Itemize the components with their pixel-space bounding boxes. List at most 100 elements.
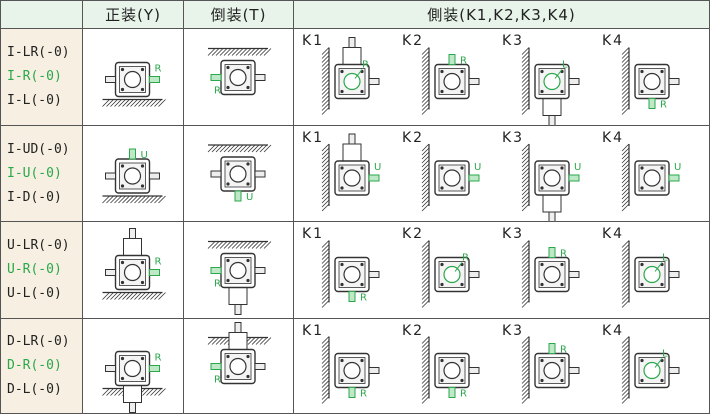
floor-hatch bbox=[102, 98, 166, 107]
model-code: I-D(-0) bbox=[7, 189, 62, 205]
header-row: 正装(Y) 倒装(T) 側装(K1,K2,K3,K4) bbox=[0, 0, 710, 29]
flange-circle-icon bbox=[443, 72, 461, 90]
model-code: D-LR(-0) bbox=[7, 334, 70, 349]
side-mount-label: K4 bbox=[602, 33, 625, 49]
shaft-direction-label: R bbox=[460, 388, 467, 399]
wall-hatch bbox=[321, 143, 330, 211]
upright-figure-cell: R bbox=[82, 28, 184, 126]
shaft bbox=[234, 303, 242, 315]
shaft-direction-label: R bbox=[560, 344, 567, 355]
flange-circle-icon bbox=[343, 168, 361, 187]
ceiling-hatch bbox=[207, 143, 272, 152]
shaft bbox=[548, 114, 556, 125]
shaft bbox=[568, 366, 580, 374]
model-code-cell: U-LR(-0)U-R(-0)U-L(-0) bbox=[0, 221, 83, 319]
side-mount-label: K4 bbox=[602, 130, 625, 146]
gearbox-diagram: R bbox=[207, 240, 272, 315]
flange-circle-icon bbox=[343, 265, 361, 283]
upright-figure-cell: R bbox=[82, 318, 184, 414]
output-shaft-highlighted bbox=[210, 73, 222, 81]
shaft-direction-label: R bbox=[214, 374, 221, 385]
gearbox-diagram: R bbox=[207, 47, 272, 96]
side-mount-label: K2 bbox=[402, 226, 425, 242]
model-code-cell: D-LR(-0) D-R(-0) D-L(-0) bbox=[0, 318, 83, 414]
flange-circle-icon bbox=[543, 265, 561, 283]
shaft-direction-label: U bbox=[574, 162, 581, 173]
shaft bbox=[105, 268, 116, 276]
shaft-direction-label: L bbox=[662, 252, 668, 263]
flange-circle-icon bbox=[443, 361, 461, 379]
flange-circle-icon bbox=[543, 361, 561, 379]
shaft bbox=[254, 170, 266, 177]
shaft bbox=[105, 75, 116, 83]
wall-hatch bbox=[421, 335, 430, 404]
output-shaft-highlighted bbox=[210, 266, 222, 274]
output-shaft-highlighted bbox=[149, 364, 160, 372]
shaft bbox=[254, 362, 266, 370]
model-code: I-U(-0) bbox=[7, 165, 62, 181]
flange-circle-icon bbox=[229, 68, 247, 86]
flange-circle-icon bbox=[643, 72, 661, 90]
shaft-direction-label: R bbox=[360, 292, 367, 303]
shaft-direction-label: R bbox=[360, 388, 367, 399]
header-side: 側装(K1,K2,K3,K4) bbox=[293, 0, 710, 29]
shaft-direction-label: R bbox=[362, 59, 369, 70]
shaft bbox=[348, 133, 356, 144]
shaft bbox=[468, 270, 480, 278]
header-inverted: 倒装(T) bbox=[183, 0, 294, 29]
model-code: U-L(-0) bbox=[7, 286, 62, 301]
output-shaft-highlighted bbox=[468, 174, 480, 181]
shaft-direction-label: R bbox=[560, 248, 567, 259]
ceiling-hatch bbox=[207, 47, 272, 56]
flange-circle-icon bbox=[343, 361, 361, 379]
shaft bbox=[568, 270, 580, 278]
output-shaft-highlighted bbox=[648, 97, 656, 109]
model-code: D-L(-0) bbox=[7, 382, 62, 397]
side-mount-label: K1 bbox=[302, 323, 325, 339]
side-mount-label: K2 bbox=[402, 130, 425, 146]
shaft bbox=[468, 77, 480, 85]
wall-hatch bbox=[521, 143, 530, 211]
flange-circle-icon bbox=[443, 168, 461, 187]
shaft-direction-label: R bbox=[462, 252, 469, 263]
flange-circle-icon bbox=[229, 357, 247, 375]
shaft bbox=[254, 73, 266, 81]
wall-hatch bbox=[321, 239, 330, 308]
model-code: U-R(-0) bbox=[7, 262, 62, 277]
flange-circle-icon bbox=[229, 164, 247, 183]
side-mount-label: K3 bbox=[502, 130, 525, 146]
side-mount-label: K1 bbox=[302, 130, 325, 146]
inverted-figure-cell: U bbox=[183, 125, 294, 222]
shaft-direction-label: L bbox=[562, 59, 568, 70]
output-shaft-highlighted bbox=[210, 362, 222, 370]
wall-hatch bbox=[621, 46, 630, 115]
side-mount-label: K3 bbox=[502, 33, 525, 49]
side-mount-label: K1 bbox=[302, 33, 325, 49]
side-mount-label: K2 bbox=[402, 33, 425, 49]
gearbox-diagram: U bbox=[207, 143, 272, 203]
flange-circle-icon bbox=[123, 70, 142, 88]
gearbox-diagram: R bbox=[102, 61, 166, 107]
model-code: I-LR(-0) bbox=[7, 45, 70, 60]
flange-circle-icon bbox=[543, 168, 561, 187]
shaft-direction-label: R bbox=[214, 85, 221, 96]
model-code: D-R(-0) bbox=[7, 358, 62, 373]
flange-circle-icon bbox=[123, 263, 142, 281]
wall-hatch bbox=[521, 335, 530, 404]
header-upright: 正装(Y) bbox=[82, 0, 184, 29]
shaft bbox=[210, 170, 222, 177]
shaft bbox=[348, 36, 356, 48]
output-shaft-highlighted bbox=[448, 386, 456, 398]
floor-hatch bbox=[102, 291, 166, 300]
flange-circle-icon bbox=[229, 261, 247, 279]
output-shaft-highlighted bbox=[448, 53, 456, 65]
inverted-figure-cell: R bbox=[183, 221, 294, 319]
side-mount-label: K3 bbox=[502, 226, 525, 242]
